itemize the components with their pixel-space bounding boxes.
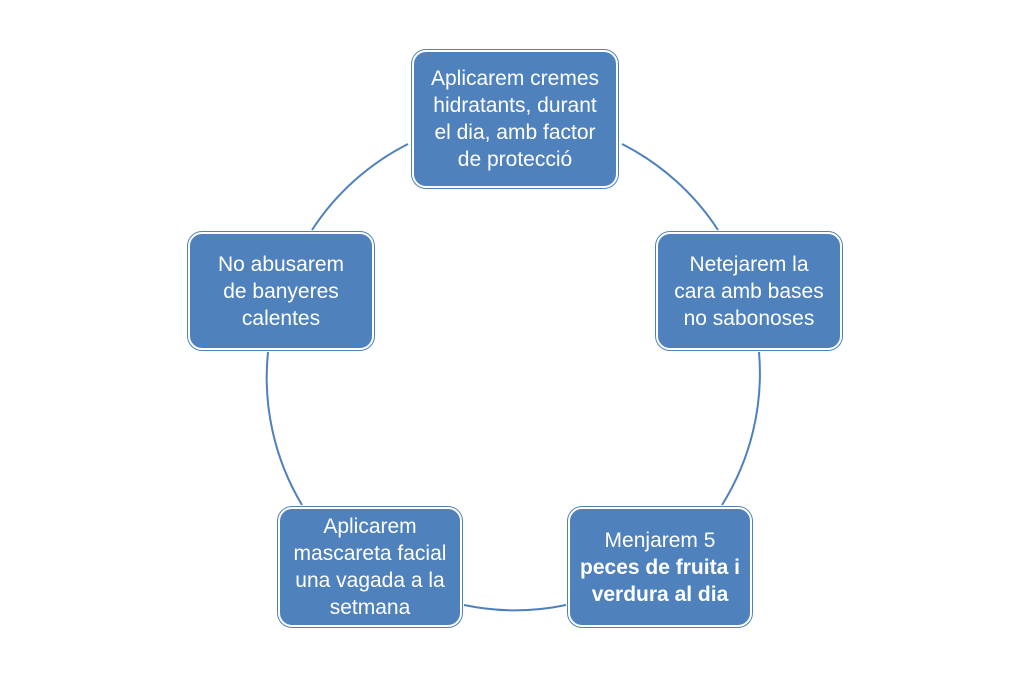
connector-right-bottomright <box>721 351 761 506</box>
cycle-node-face-mask: Aplicarem mascareta facial una vagada a … <box>278 507 462 627</box>
node-text-line: de banyeres <box>223 279 339 303</box>
connector-left-top <box>311 143 409 231</box>
node-text-line: no sabonoses <box>683 306 815 330</box>
node-text-line: Aplicarem cremes <box>430 67 600 90</box>
node-text-line: setmana <box>329 596 411 619</box>
node-text-line: el dia, amb factor <box>434 121 596 144</box>
node-text-line: hidratants, durant <box>433 94 597 117</box>
node-text-line: No abusarem <box>217 252 345 276</box>
cycle-node-hot-baths: No abusarem de banyeres calentes <box>188 232 374 350</box>
node-text-line: Netejarem la <box>689 252 809 276</box>
connector-top-right <box>621 143 719 231</box>
node-text-line: cara amb bases <box>674 279 824 303</box>
node-text-line: Menjarem 5 <box>604 528 716 552</box>
cycle-node-fruit-vegetables: Menjarem 5 peces de fruita i verdura al … <box>568 507 752 627</box>
node-text-line: una vagada a la <box>295 569 445 592</box>
node-text-line: de protecció <box>457 148 573 171</box>
cycle-node-moisturizing-cream: Aplicarem cremes hidratants, durant el d… <box>412 50 618 188</box>
cycle-node-face-cleansing: Netejarem la cara amb bases no sabonoses <box>656 232 842 350</box>
node-text-line-bold: verdura al dia <box>591 582 729 606</box>
node-text-line: calentes <box>241 306 321 330</box>
node-text-line: Aplicarem <box>323 515 417 538</box>
node-text-line: mascareta facial <box>293 542 447 565</box>
connector-bottomright-bottomleft <box>463 604 567 612</box>
connector-bottomleft-left <box>265 351 303 506</box>
node-text-line-bold: peces de fruita i <box>580 555 740 579</box>
